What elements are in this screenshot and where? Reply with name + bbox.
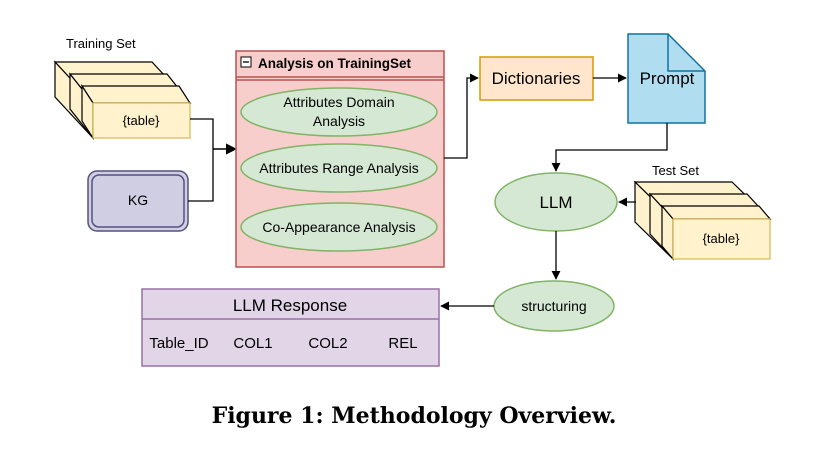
dictionaries-label: Dictionaries xyxy=(492,69,581,88)
kg-box xyxy=(87,170,189,232)
response-column-table-id: Table_ID xyxy=(149,335,208,352)
response-column-col1: COL1 xyxy=(233,335,272,352)
attributes-domain-ellipse xyxy=(240,87,438,137)
prompt-document xyxy=(627,33,706,124)
analysis-item-1-line1: Attributes Domain xyxy=(283,94,394,110)
training-table-card-mid2 xyxy=(80,83,192,141)
analysis-item-1-line2: Analysis xyxy=(313,113,365,129)
test-table-item: {table} xyxy=(703,231,741,246)
analysis-item-2-label: Attributes Range Analysis xyxy=(259,160,419,176)
test-table-card-front xyxy=(672,218,771,260)
kg-label: KG xyxy=(128,192,148,208)
collapse-icon[interactable] xyxy=(240,56,252,68)
figure-caption: Figure 1: Methodology Overview. xyxy=(211,403,617,429)
prompt-label: Prompt xyxy=(640,69,695,88)
arrow-to-llm xyxy=(551,123,668,172)
arrow-to-dictionaries xyxy=(444,73,479,159)
analysis-item-3-label: Co-Appearance Analysis xyxy=(262,219,415,235)
training-table-card-front xyxy=(92,102,191,139)
llm-response-table xyxy=(141,288,440,367)
structuring-label: structuring xyxy=(521,298,586,314)
test-set-label: Test Set xyxy=(652,163,699,178)
llm-label: LLM xyxy=(539,193,572,212)
training-set-stack xyxy=(53,60,192,141)
test-table-card-mid2 xyxy=(660,204,772,261)
training-set-label: Training Set xyxy=(66,36,136,51)
response-title: LLM Response xyxy=(233,296,347,315)
training-kg-connector xyxy=(188,118,214,202)
test-set-stack xyxy=(633,180,772,261)
training-table-item: {table} xyxy=(123,113,161,128)
response-column-rel: REL xyxy=(388,335,417,352)
response-column-col2: COL2 xyxy=(308,335,347,352)
analysis-title: Analysis on TrainingSet xyxy=(258,56,412,71)
co-appearance-ellipse xyxy=(240,202,438,252)
attributes-range-ellipse xyxy=(240,143,438,193)
